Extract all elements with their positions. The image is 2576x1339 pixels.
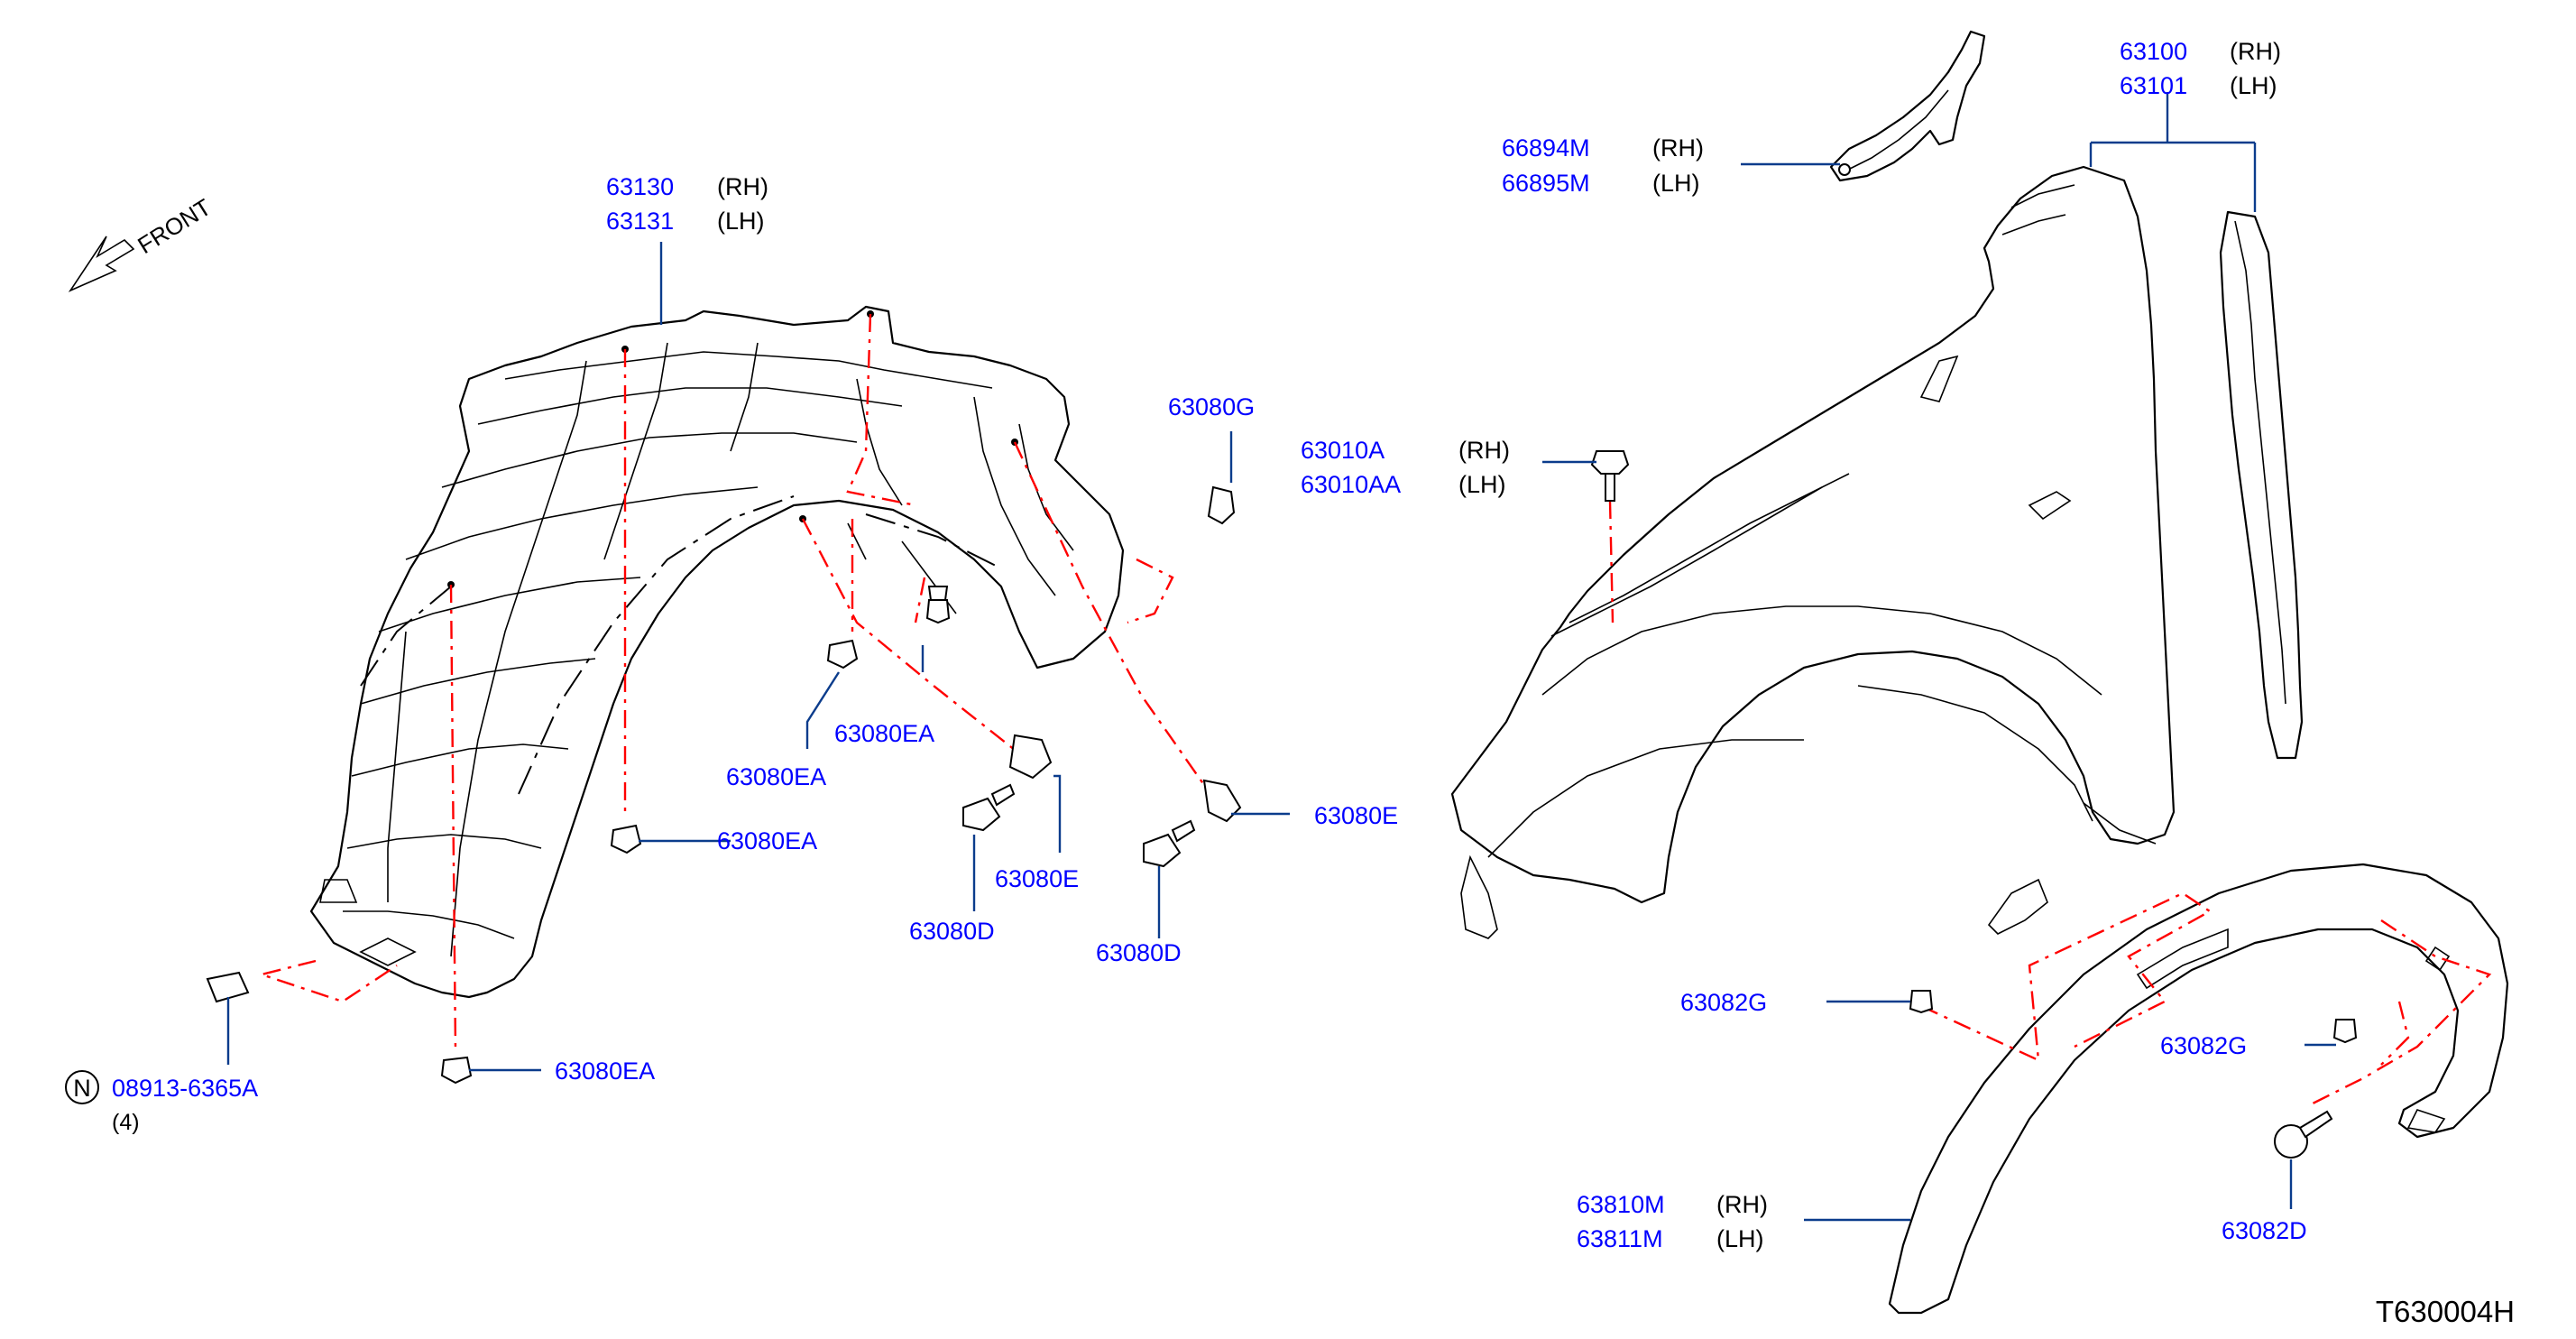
callout-63082G-b[interactable]: 63082G — [2160, 1032, 2247, 1059]
part-number[interactable]: 63080EA — [834, 720, 934, 747]
callout-66895M[interactable]: 66895M (LH) — [1502, 170, 1700, 197]
callout-63010A[interactable]: 63010A (RH) — [1301, 437, 1510, 464]
callout-63080D-a[interactable]: 63080D — [909, 918, 995, 945]
part-number[interactable]: 63010AA — [1301, 471, 1401, 498]
clip-icon — [2332, 1019, 2358, 1044]
side-label: (RH) — [1716, 1191, 1768, 1218]
side-label: (LH) — [1652, 170, 1700, 197]
front-label: FRONT — [133, 193, 216, 259]
part-number[interactable]: 63080EA — [717, 827, 817, 854]
callout-63080EA-d[interactable]: 63080EA — [555, 1057, 655, 1085]
part-number[interactable]: 08913-6365A — [112, 1075, 258, 1102]
side-label: (RH) — [2230, 38, 2281, 65]
side-label: (RH) — [717, 173, 768, 200]
fender-protector-drawing — [309, 305, 1125, 999]
part-number[interactable]: 63080EA — [726, 763, 826, 790]
callout-63082G-a[interactable]: 63082G — [1680, 989, 1767, 1016]
part-number[interactable]: 63082D — [2222, 1217, 2307, 1244]
side-label: (LH) — [2230, 72, 2277, 99]
front-arrow-icon: FRONT — [68, 193, 216, 292]
part-number[interactable]: 63130 — [606, 173, 674, 200]
callout-63080EA-b[interactable]: 63080EA — [834, 720, 934, 747]
part-number[interactable]: 63080G — [1168, 393, 1255, 420]
side-label: (LH) — [717, 208, 765, 235]
clip-icon — [826, 639, 859, 670]
part-number[interactable]: 63811M — [1577, 1225, 1663, 1252]
part-number[interactable]: 63080D — [1096, 939, 1182, 966]
part-number[interactable]: 63080EA — [555, 1057, 655, 1085]
note-symbol: N — [73, 1075, 91, 1102]
clip-icon — [1909, 990, 1934, 1014]
bolt-icon — [962, 783, 1016, 832]
callout-66894M[interactable]: 66894M (RH) — [1502, 134, 1704, 162]
callout-63080E-b[interactable]: 63080E — [1314, 802, 1398, 829]
callout-63130[interactable]: 63130 (RH) — [606, 173, 768, 200]
nut-icon — [1008, 734, 1053, 780]
callout-08913-6365A[interactable]: N 08913-6365A (4) — [65, 1070, 258, 1135]
side-label: (LH) — [1716, 1225, 1764, 1252]
clip-icon — [1207, 485, 1236, 525]
side-label: (LH) — [1458, 471, 1506, 498]
wheel-arch-molding-drawing — [1888, 863, 2509, 1315]
clip-icon — [925, 586, 951, 624]
callout-63080E-a[interactable]: 63080E — [995, 865, 1079, 892]
part-number[interactable]: 63101 — [2120, 72, 2187, 99]
part-number[interactable]: 63100 — [2120, 38, 2187, 65]
clip-icon — [440, 1056, 473, 1085]
part-number[interactable]: 63080E — [1314, 802, 1398, 829]
fender-bracket-drawing — [1829, 30, 1986, 182]
callout-63810M[interactable]: 63810M (RH) — [1577, 1191, 1768, 1218]
quantity: (4) — [112, 1110, 140, 1135]
part-number[interactable]: 66894M — [1502, 134, 1590, 162]
part-number[interactable]: 63080D — [909, 918, 995, 945]
callout-63080D-b[interactable]: 63080D — [1096, 939, 1182, 966]
part-number[interactable]: 63082G — [1680, 989, 1767, 1016]
part-number[interactable]: 63080E — [995, 865, 1079, 892]
part-number[interactable]: 63131 — [606, 208, 674, 235]
callout-63101[interactable]: 63101 (LH) — [2120, 72, 2277, 99]
diagram-code: T630004H — [2376, 1295, 2515, 1328]
front-fender-drawing — [1450, 165, 2176, 939]
callout-63010AA[interactable]: 63010AA (LH) — [1301, 471, 1506, 498]
nut-icon — [206, 971, 250, 1003]
callout-63080EA-c[interactable]: 63080EA — [717, 827, 817, 854]
callout-63080G[interactable]: 63080G — [1168, 393, 1255, 420]
clip-icon — [610, 824, 642, 854]
bolt-icon — [1590, 450, 1630, 502]
side-label: (RH) — [1458, 437, 1510, 464]
part-number[interactable]: 63810M — [1577, 1191, 1665, 1218]
callout-63131[interactable]: 63131 (LH) — [606, 208, 765, 235]
fasteners — [206, 450, 2358, 1159]
push-clip-icon — [2274, 1110, 2333, 1159]
callout-63080EA-a[interactable]: 63080EA — [726, 763, 826, 790]
side-label: (RH) — [1652, 134, 1704, 162]
fender-seal-drawing — [2219, 210, 2304, 760]
installation-lines — [257, 313, 2492, 1107]
nut-icon — [1202, 779, 1242, 823]
part-number[interactable]: 66895M — [1502, 170, 1590, 197]
part-number[interactable]: 63082G — [2160, 1032, 2247, 1059]
bolt-icon — [1143, 819, 1196, 868]
part-number[interactable]: 63010A — [1301, 437, 1385, 464]
leader-lines — [226, 92, 2336, 1222]
callout-63100[interactable]: 63100 (RH) — [2120, 38, 2281, 65]
callout-63811M[interactable]: 63811M (LH) — [1577, 1225, 1764, 1252]
callout-63082D[interactable]: 63082D — [2222, 1217, 2307, 1244]
